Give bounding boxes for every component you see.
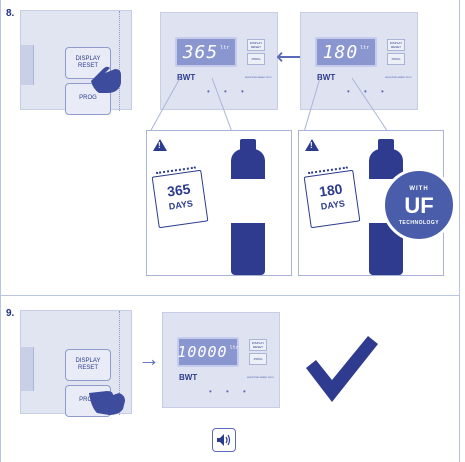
indicator-dots: • • • [347, 87, 390, 96]
indicator-dots: • • • [207, 87, 250, 96]
website-label: www.bwt-water.com [245, 75, 272, 79]
device-display-reset-button[interactable]: DISPLAY RESET [249, 339, 267, 351]
badge-technology: TECHNOLOGY [398, 220, 440, 226]
pointing-hand-icon [89, 391, 125, 415]
display-value: 10000 [177, 343, 228, 361]
uf-technology-badge: WITH UF TECHNOLOGY [382, 168, 456, 242]
warning-icon [153, 139, 167, 151]
brand-logo: BWT [177, 73, 196, 82]
callout-lines [149, 77, 389, 133]
device-10000: 10000 ltr DISPLAY RESET PROG BWT • • • w… [162, 312, 280, 408]
device-display-reset-button[interactable]: DISPLAY RESET [247, 39, 265, 51]
panel-cut-edge [119, 311, 134, 415]
step-8-control-panel: DISPLAY RESET PROG [20, 10, 134, 115]
panel-slot [21, 45, 34, 85]
right-arrow-icon: → [138, 346, 160, 371]
website-label: www.bwt-water.com [385, 75, 412, 79]
section-divider [0, 295, 460, 296]
step-8-number: 8. [6, 8, 15, 19]
display-unit: ltr [220, 45, 230, 51]
display-value: 180 [322, 41, 359, 63]
pointing-hand-icon [91, 66, 121, 93]
checkmark-icon [306, 336, 378, 402]
panel-cut-edge [119, 11, 134, 111]
badge-with: WITH [409, 186, 429, 192]
device-display: 10000 ltr [177, 337, 239, 367]
brand-logo: BWT [179, 373, 198, 382]
warning-icon [305, 139, 319, 151]
website-label: www.bwt-water.com [247, 375, 274, 379]
brand-logo: BWT [317, 73, 336, 82]
card-180-days: 180 DAYS [298, 130, 444, 276]
card-365-days: 365 DAYS [146, 130, 292, 276]
display-reset-button[interactable]: DISPLAY RESET [65, 349, 111, 381]
indicator-dots: • • • [209, 387, 252, 396]
device-prog-button[interactable]: PROG [249, 353, 267, 365]
device-display: 180 ltr [315, 37, 377, 67]
calendar-icon: 180 DAYS [303, 166, 361, 229]
device-display: 365 ltr [175, 37, 237, 67]
step-9-control-panel: DISPLAY RESET PROG [20, 310, 134, 417]
device-prog-button[interactable]: PROG [247, 53, 265, 65]
filter-cartridge-icon [231, 139, 265, 275]
device-180: 180 ltr DISPLAY RESET PROG BWT • • • www… [300, 12, 418, 110]
display-value: 365 [182, 41, 219, 63]
prog-button[interactable]: PROG [65, 83, 111, 115]
device-prog-button[interactable]: PROG [387, 53, 405, 65]
panel-slot [21, 347, 34, 391]
display-unit: ltr [229, 345, 239, 351]
display-unit: ltr [360, 45, 370, 51]
device-display-reset-button[interactable]: DISPLAY RESET [387, 39, 405, 51]
speaker-icon [212, 428, 236, 452]
badge-uf: UF [404, 193, 434, 218]
step-9-number: 9. [6, 308, 15, 319]
calendar-icon: 365 DAYS [151, 166, 209, 229]
device-365: 365 ltr DISPLAY RESET PROG BWT • • • www… [160, 12, 278, 110]
